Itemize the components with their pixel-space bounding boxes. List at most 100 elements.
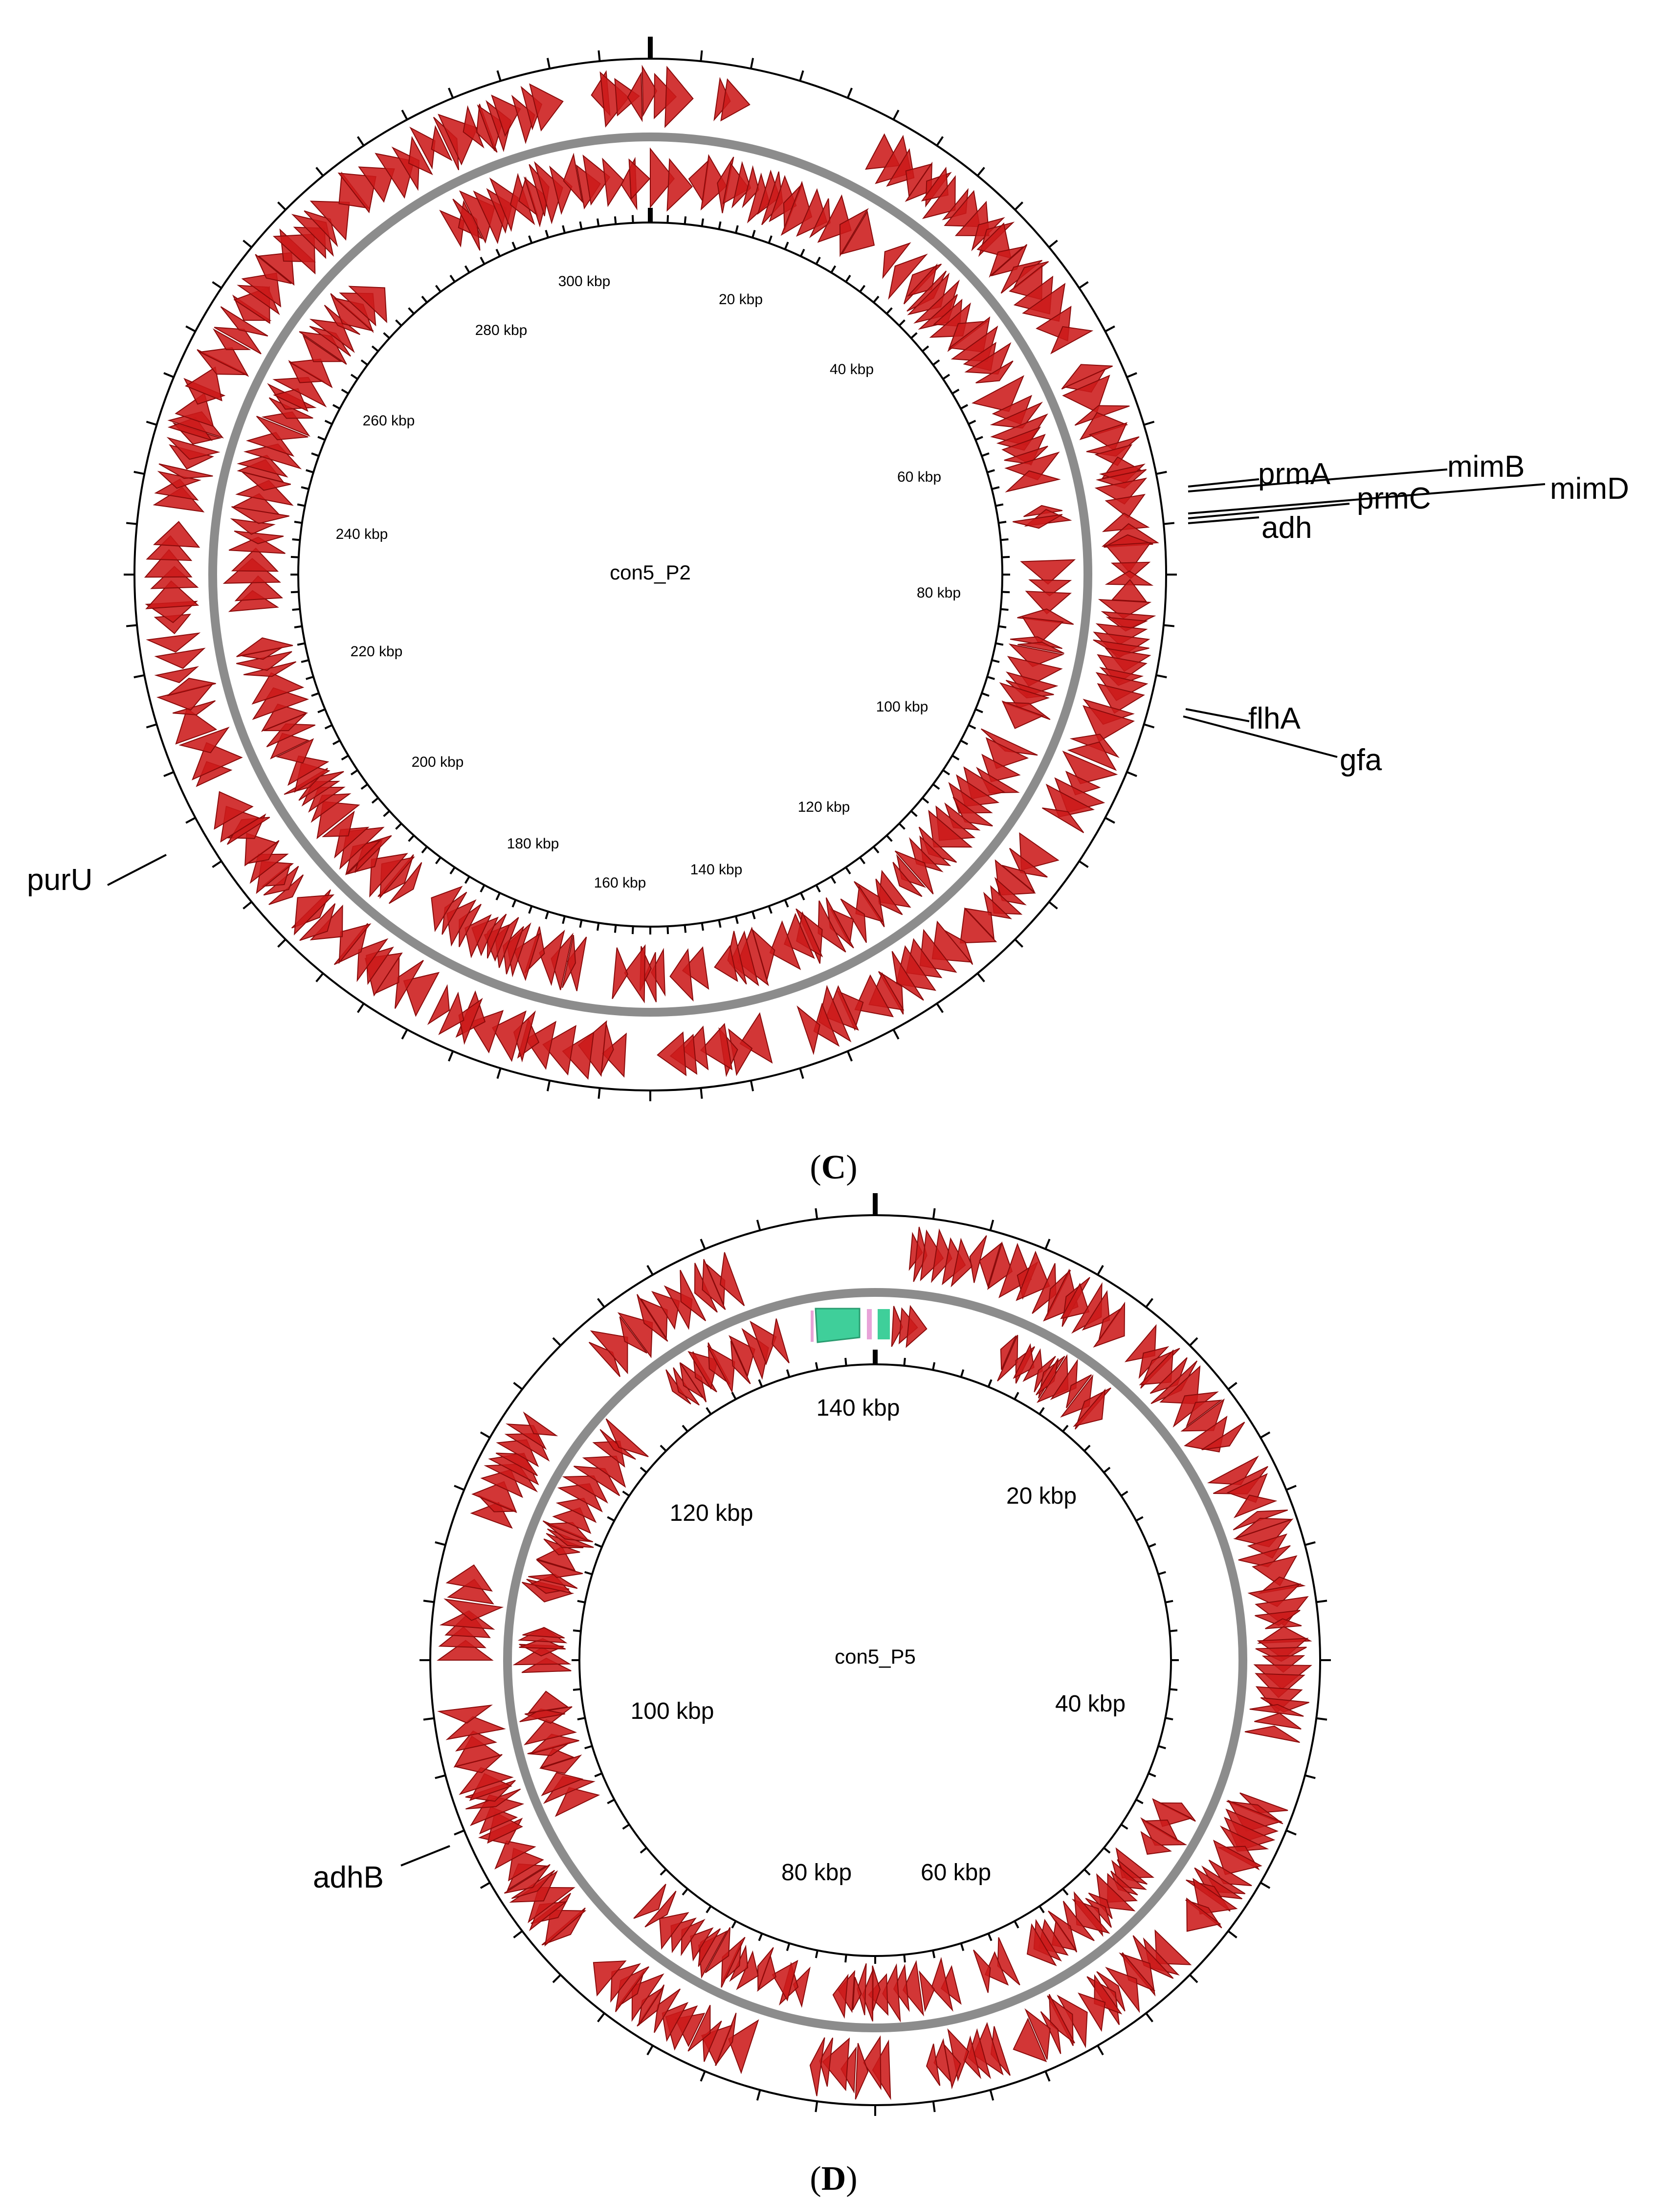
tick-mark <box>1145 1298 1153 1308</box>
tick-mark <box>332 739 340 745</box>
tick-mark <box>989 2090 995 2101</box>
gene-feature-arrow <box>1065 1374 1092 1408</box>
gene-feature-arrow <box>1105 494 1146 519</box>
inner-strand-features <box>512 1305 1196 2023</box>
tick-mark <box>646 2045 654 2056</box>
gene-feature-arrow <box>707 1345 735 1394</box>
tick-mark <box>1143 723 1155 729</box>
tick-mark <box>332 404 340 410</box>
tick-mark <box>243 240 252 248</box>
tick-mark <box>987 676 995 680</box>
tick-mark <box>758 1933 763 1941</box>
gene-feature-arrow <box>232 493 281 515</box>
tick-mark <box>660 1445 667 1452</box>
tick-mark <box>1165 1600 1173 1603</box>
tick-mark <box>1163 624 1175 627</box>
tick-mark <box>341 755 349 761</box>
gene-feature-arrow <box>1016 1250 1050 1301</box>
tick-mark <box>1120 1823 1128 1830</box>
gene-feature-arrow <box>1078 1992 1106 2032</box>
gene-feature-arrow <box>1067 741 1117 771</box>
tick-mark <box>960 1943 965 1951</box>
gene-feature-arrow <box>721 1936 746 1988</box>
tick-mark <box>1165 1717 1173 1721</box>
gene-feature-arrow <box>1094 444 1133 467</box>
tick-mark <box>922 345 929 352</box>
gene-feature-arrow <box>963 2035 982 2079</box>
tick-mark <box>513 1382 523 1390</box>
gene-feature-arrow <box>153 521 200 548</box>
gene-feature-arrow <box>882 1963 901 2023</box>
tick-mark <box>1048 240 1058 248</box>
tick-mark <box>1316 1600 1327 1603</box>
inner-ticks <box>572 1350 1179 1964</box>
gene-feature-arrow <box>573 1466 620 1496</box>
inner-strand-features <box>222 147 1076 1003</box>
gene-feature-arrow <box>348 286 387 323</box>
gene-feature-arrow <box>615 1966 649 2012</box>
gene-feature-arrow <box>727 931 747 985</box>
tick-mark <box>1083 1445 1091 1452</box>
gene-feature-arrow <box>316 801 360 840</box>
tick-mark <box>1105 817 1115 824</box>
tick-mark <box>1079 281 1089 289</box>
tick-mark <box>1316 1717 1327 1721</box>
gene-feature-arrow <box>1260 1697 1309 1713</box>
tick-mark <box>700 2070 706 2082</box>
gene-feature-arrow <box>780 180 813 236</box>
tick-label: 40 kbp <box>830 361 874 378</box>
tick-mark <box>886 835 893 842</box>
tick-mark <box>480 885 486 893</box>
gene-feature-arrow <box>984 1951 1009 1986</box>
tick-mark <box>315 167 324 177</box>
tick-mark <box>976 973 985 982</box>
gene-feature-arrow <box>973 1949 991 1993</box>
tick-mark <box>1156 674 1167 679</box>
tick-mark <box>1260 1882 1271 1889</box>
gene-feature-arrow <box>682 946 709 990</box>
gene-feature-arrow <box>920 1229 944 1282</box>
gene-feature-arrow <box>720 78 751 122</box>
gene-feature-arrow <box>519 1638 566 1650</box>
tick-mark <box>1014 1920 1019 1929</box>
gene-feature-arrow <box>1255 1646 1307 1662</box>
gene-feature-arrow <box>1004 451 1060 481</box>
gene-feature-arrow <box>1247 1583 1302 1607</box>
gene-feature-arrow <box>273 388 309 412</box>
gene-feature-arrow <box>1024 2008 1051 2060</box>
gene-feature-arrow <box>979 1242 1002 1288</box>
gene-feature-arrow <box>1207 1455 1259 1486</box>
tick-label: 100 kbp <box>876 699 928 715</box>
tick-mark <box>640 1847 647 1854</box>
gene-feature-arrow <box>644 1890 677 1928</box>
gene-label-mimB: mimB <box>1447 450 1525 484</box>
gene-feature-arrow <box>818 985 852 1043</box>
gene-feature-arrow <box>742 165 759 208</box>
tick-mark <box>682 1424 688 1432</box>
inner-ticks <box>290 208 1010 934</box>
tick-mark <box>975 436 983 441</box>
gene-feature-arrow <box>459 904 482 947</box>
gene-feature-arrow <box>567 936 587 992</box>
tick-mark <box>960 739 969 745</box>
gene-feature-arrow <box>1013 2018 1047 2063</box>
tick-mark <box>495 892 501 901</box>
gene-feature-arrow <box>1008 644 1064 667</box>
gene-feature-arrow <box>1095 469 1147 489</box>
tick-mark <box>846 1050 853 1062</box>
tick-mark <box>700 50 703 62</box>
tick-mark <box>846 88 853 99</box>
gene-feature-arrow <box>241 272 282 308</box>
tick-label: 300 kbp <box>558 273 611 289</box>
gene-feature-arrow <box>1007 656 1063 687</box>
gene-feature-arrow <box>968 2028 992 2079</box>
highlight-region <box>878 1309 890 1339</box>
tick-mark <box>845 867 851 875</box>
gene-feature-arrow <box>1048 1994 1075 2044</box>
gene-feature-arrow <box>690 1927 714 1962</box>
tick-mark <box>932 1208 936 1220</box>
gene-feature-arrow <box>445 1716 506 1740</box>
tick-mark <box>1158 1571 1166 1576</box>
gene-feature-arrow <box>928 809 973 848</box>
